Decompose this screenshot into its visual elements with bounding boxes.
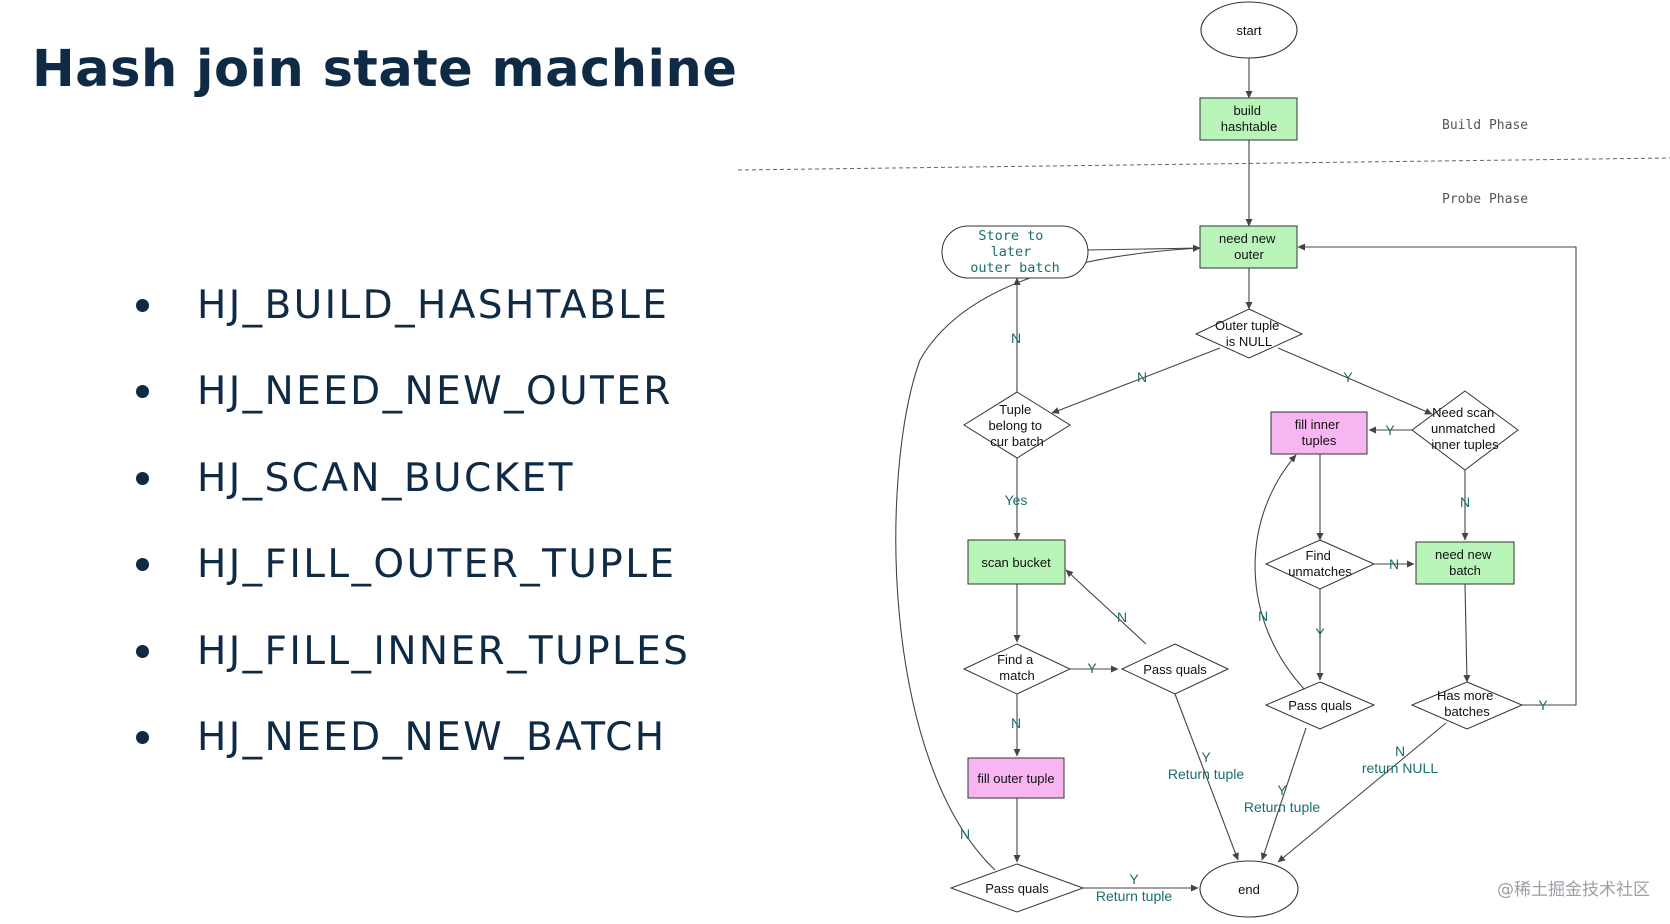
label-pass-mid-n: N	[1117, 609, 1127, 625]
start-node	[1200, 1, 1298, 59]
tuple-belong-node	[963, 391, 1071, 459]
pass-quals-mid-node	[1120, 643, 1230, 695]
pass-quals-right-node	[1264, 681, 1376, 730]
edge-pass-right-fill-inner	[1254, 454, 1306, 691]
bullet-icon	[136, 644, 149, 658]
state-item: HJ_NEED_NEW_BATCH	[136, 695, 690, 782]
start-label: start	[1236, 23, 1262, 38]
pass-quals-right-label: Pass quals	[1288, 698, 1352, 713]
state-name: HJ_FILL_OUTER_TUPLE	[197, 542, 677, 588]
label-find-unmatch-y: Y	[1315, 625, 1325, 641]
build-phase-label: Build Phase	[1442, 118, 1528, 133]
bullet-icon	[136, 558, 149, 572]
scan-bucket-label: scan bucket	[981, 555, 1051, 570]
find-match-label: Find a match	[997, 652, 1037, 683]
label-belong-n: N	[1011, 330, 1021, 346]
label-find-match-y: Y	[1087, 660, 1097, 676]
state-name: HJ_NEED_NEW_BATCH	[197, 715, 667, 761]
label-find-unmatch-n: N	[1389, 556, 1399, 572]
pass-quals-bottom-node	[949, 863, 1085, 913]
state-item: HJ_NEED_NEW_OUTER	[136, 349, 690, 436]
fill-outer-node	[967, 757, 1065, 799]
watermark: @稀土掘金技术社区	[1497, 880, 1650, 900]
label-pass-mid-y: Y	[1201, 749, 1211, 765]
end-node	[1199, 860, 1299, 918]
edge-null-belong	[1051, 347, 1221, 414]
label-pass-mid-return: Return tuple	[1168, 766, 1244, 782]
end-label: end	[1238, 882, 1260, 897]
label-find-match-n: N	[1011, 715, 1021, 731]
label-has-more-return-null: return NULL	[1362, 760, 1438, 776]
state-name: HJ_BUILD_HASHTABLE	[197, 282, 670, 328]
need-new-batch-label: need new batch	[1435, 547, 1495, 578]
label-need-scan-y: Y	[1385, 422, 1395, 438]
state-list: HJ_BUILD_HASHTABLE HJ_NEED_NEW_OUTER HJ_SC…	[136, 262, 690, 781]
probe-phase-label: Probe Phase	[1442, 192, 1528, 207]
edge-null-need-scan	[1277, 347, 1433, 415]
outer-null-label: Outer tuple is NULL	[1215, 318, 1283, 349]
pass-quals-bottom-label: Pass quals	[985, 881, 1049, 896]
edge-has-more-end	[1277, 722, 1447, 863]
need-new-batch-node	[1415, 541, 1515, 585]
find-unmatches-node	[1264, 539, 1376, 590]
bullet-icon	[136, 298, 149, 312]
label-pass-right-y: Y	[1277, 782, 1287, 798]
fill-inner-label: fill inner tuples	[1295, 417, 1343, 448]
label-need-scan-n: N	[1460, 494, 1470, 510]
edge-pass-mid-end	[1174, 693, 1239, 861]
state-item: HJ_SCAN_BUCKET	[136, 435, 690, 522]
tuple-belong-label: Tuple belong to cur batch	[988, 402, 1045, 449]
need-new-outer-label: need new outer	[1219, 231, 1279, 262]
label-null-y: Y	[1343, 369, 1353, 385]
label-pass-right-return: Return tuple	[1244, 799, 1320, 815]
state-name: HJ_SCAN_BUCKET	[197, 455, 575, 501]
edge-has-more-need-outer	[1297, 243, 1577, 706]
pass-quals-mid-label: Pass quals	[1143, 662, 1207, 677]
has-more-batches-label: Has more batches	[1437, 688, 1497, 719]
state-item: HJ_FILL_INNER_TUPLES	[136, 608, 690, 695]
edge-pass-right-end	[1260, 727, 1307, 861]
edge-store-need-outer	[1087, 244, 1201, 252]
need-scan-unmatched-label: Need scan unmatched inner tuples	[1431, 405, 1499, 452]
store-later-node	[941, 225, 1089, 279]
edge-pass-mid-scan	[1065, 569, 1147, 645]
state-name: HJ_FILL_INNER_TUPLES	[197, 628, 691, 674]
outer-null-node	[1194, 308, 1304, 359]
label-pass-bottom-return: Return tuple	[1096, 888, 1172, 904]
bullet-icon	[136, 385, 149, 399]
state-item: HJ_BUILD_HASHTABLE	[136, 262, 690, 349]
has-more-batches-node	[1410, 681, 1524, 730]
label-null-n: N	[1137, 369, 1147, 385]
find-unmatches-label: Find unmatches	[1288, 548, 1352, 579]
need-new-outer-node	[1199, 225, 1298, 269]
fill-outer-label: fill outer tuple	[977, 771, 1054, 786]
fill-inner-node	[1270, 411, 1368, 455]
label-has-more-y: Y	[1538, 697, 1548, 713]
state-name: HJ_NEED_NEW_OUTER	[197, 369, 673, 415]
label-pass-bottom-n: N	[960, 826, 970, 842]
need-scan-unmatched-node	[1411, 390, 1519, 471]
bullet-icon	[136, 731, 149, 745]
phase-divider	[737, 157, 1670, 171]
label-pass-right-loop-n: N	[1258, 608, 1268, 624]
label-has-more-n: N	[1395, 743, 1405, 759]
scan-bucket-node	[967, 539, 1066, 585]
build-hashtable-node	[1199, 97, 1298, 141]
find-match-node	[962, 643, 1072, 695]
edge-new-batch-has-more	[1463, 583, 1471, 683]
slide-title: Hash join state machine	[32, 40, 738, 99]
bullet-icon	[136, 471, 149, 485]
label-pass-bottom-y: Y	[1129, 871, 1139, 887]
store-later-label: Store to later outer batch	[970, 228, 1059, 276]
label-belong-yes: Yes	[1005, 492, 1028, 508]
state-item: HJ_FILL_OUTER_TUPLE	[136, 522, 690, 609]
build-hashtable-label: build hashtable	[1221, 103, 1277, 134]
